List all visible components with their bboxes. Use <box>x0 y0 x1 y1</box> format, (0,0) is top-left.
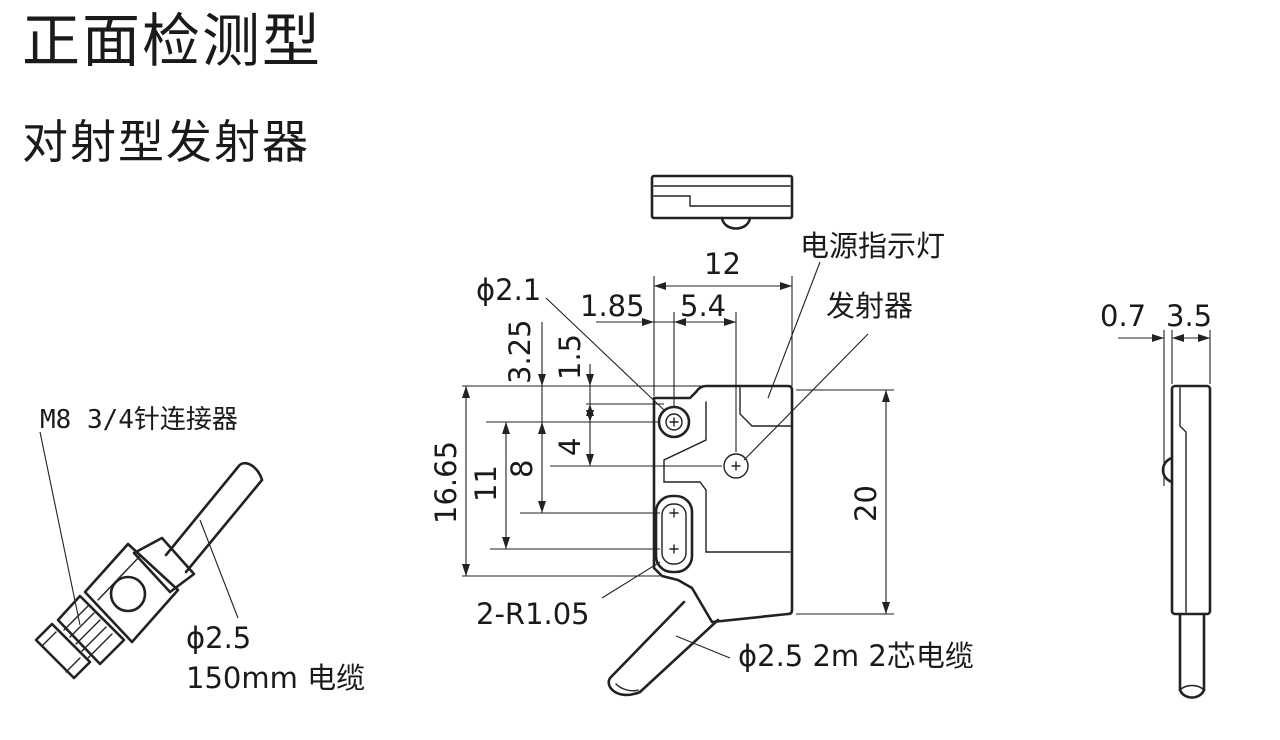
dim-0-7: 0.7 <box>1100 299 1146 333</box>
front-view <box>462 261 894 697</box>
dim-hole-dia: ϕ2.1 <box>476 273 541 307</box>
dim-16-65: 16.65 <box>429 441 463 524</box>
dim-4: 4 <box>553 438 587 456</box>
side-view <box>1118 330 1212 699</box>
connector-label: M8 3/4针连接器 <box>40 405 238 435</box>
page-title: 正面检测型 <box>22 7 323 75</box>
dim-20: 20 <box>849 485 883 522</box>
dim-5-4: 5.4 <box>680 289 726 323</box>
emitter-label: 发射器 <box>826 289 913 323</box>
page-subtitle: 对射型发射器 <box>22 115 310 169</box>
radius-label: 2-R1.05 <box>476 597 590 631</box>
led-label: 电源指示灯 <box>800 229 945 263</box>
dim-1-5: 1.5 <box>553 334 587 380</box>
connector-cable-desc: 150mm 电缆 <box>186 661 365 695</box>
dim-3-25: 3.25 <box>503 319 537 384</box>
connector-drawing <box>34 431 264 680</box>
connector-cable-dia: ϕ2.5 <box>186 621 251 655</box>
dim-11: 11 <box>469 465 503 502</box>
front-cable-label: ϕ2.5 2m 2芯电缆 <box>738 639 974 673</box>
dim-3-5: 3.5 <box>1166 299 1212 333</box>
dim-1-85: 1.85 <box>580 289 645 323</box>
top-view <box>650 174 794 230</box>
dim-8: 8 <box>505 460 539 478</box>
dim-width: 12 <box>704 247 741 281</box>
